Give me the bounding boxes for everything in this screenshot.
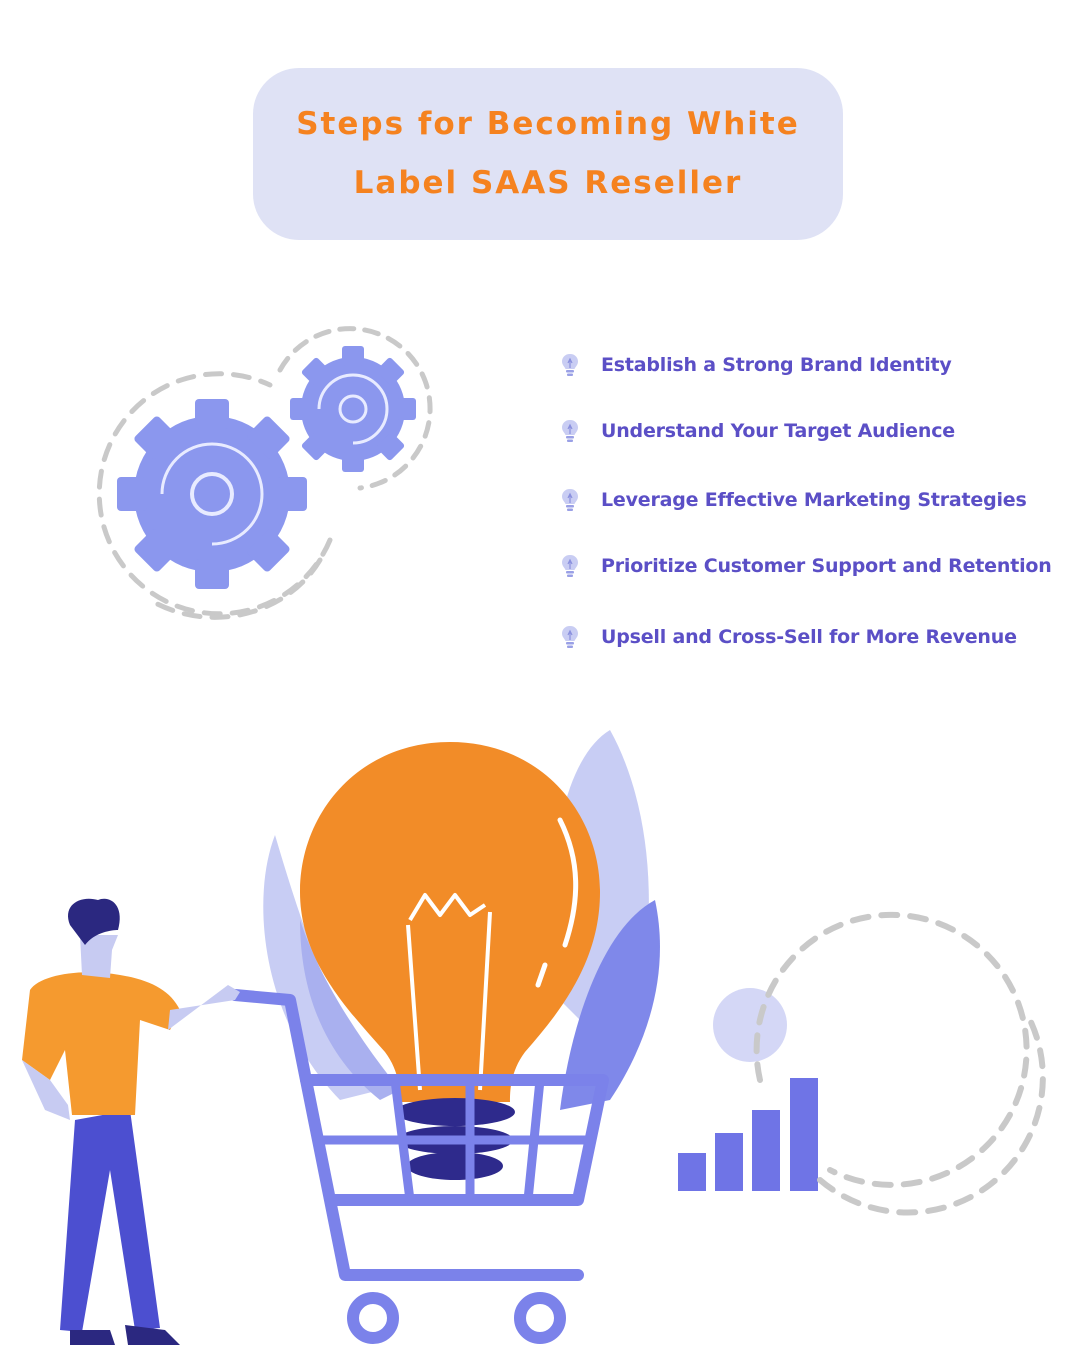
shopping-cart-icon bbox=[229, 989, 609, 1344]
bar-chart-icon bbox=[678, 1078, 818, 1191]
page-title-line-1: Steps for Becoming White bbox=[296, 106, 800, 142]
list-item: Establish a Strong Brand Identity bbox=[560, 345, 952, 385]
decorative-circle bbox=[713, 988, 787, 1062]
lightbulb-icon bbox=[562, 354, 578, 376]
step-label: Leverage Effective Marketing Strategies bbox=[601, 489, 1027, 511]
dashed-orbit-chart-2 bbox=[817, 1017, 1046, 1216]
list-item: Understand Your Target Audience bbox=[560, 411, 955, 451]
small-gear-icon bbox=[290, 346, 416, 472]
lightbulb-icon bbox=[562, 489, 578, 511]
large-gear-icon bbox=[117, 399, 307, 589]
dashed-orbit-chart bbox=[753, 911, 1030, 1188]
dashed-orbit-large-bottom bbox=[147, 557, 323, 620]
page-title-line-2: Label SAAS Reseller bbox=[353, 165, 743, 201]
leaf-left-inner-shape bbox=[300, 920, 400, 1100]
lightbulb-icon bbox=[562, 420, 578, 442]
lightbulb-icon bbox=[562, 626, 578, 648]
step-label: Upsell and Cross-Sell for More Revenue bbox=[601, 626, 1017, 648]
dashed-orbit-large bbox=[96, 371, 333, 617]
step-label: Prioritize Customer Support and Retentio… bbox=[601, 555, 1052, 577]
list-item: Prioritize Customer Support and Retentio… bbox=[560, 546, 1052, 586]
dashed-orbit-small bbox=[277, 326, 433, 491]
list-item: Upsell and Cross-Sell for More Revenue bbox=[560, 617, 1017, 657]
step-label: Understand Your Target Audience bbox=[601, 420, 955, 442]
leaf-right-shape bbox=[560, 900, 660, 1110]
step-label: Establish a Strong Brand Identity bbox=[601, 354, 952, 376]
lightbulb-icon bbox=[300, 742, 600, 1180]
person-figure bbox=[22, 898, 240, 1345]
leaf-left-shape bbox=[263, 835, 380, 1100]
leaf-back-right-shape bbox=[552, 730, 649, 1060]
title-card: Steps for Becoming White Label SAAS Rese… bbox=[253, 68, 843, 240]
lightbulb-icon bbox=[562, 555, 578, 577]
list-item: Leverage Effective Marketing Strategies bbox=[560, 480, 1027, 520]
